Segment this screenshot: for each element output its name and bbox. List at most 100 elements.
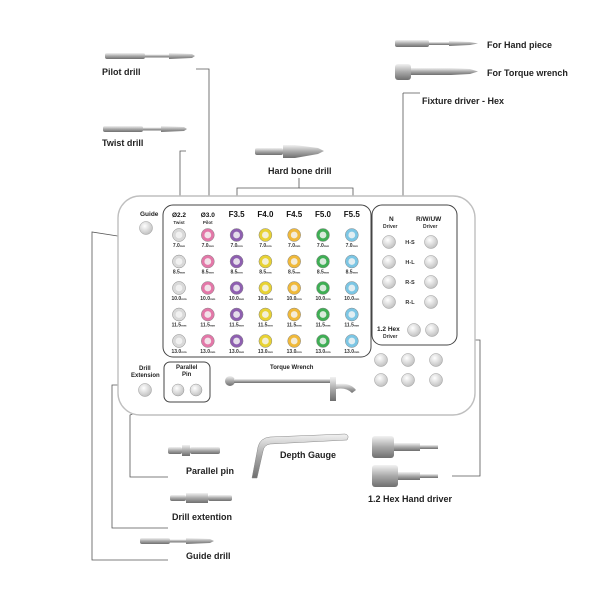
drill-hole-center xyxy=(262,231,269,239)
drill-length-unit: mm xyxy=(354,350,360,354)
drill-hole-center xyxy=(348,284,356,292)
drill-length-unit: mm xyxy=(353,271,359,275)
drill-hole-center xyxy=(262,337,269,345)
label-parallel-pin: Parallel pin xyxy=(186,466,234,476)
drill-length-label: 13.0mm xyxy=(344,349,359,355)
drill-hole-center xyxy=(290,258,298,265)
drill-hole-center xyxy=(319,337,327,345)
spare-hole xyxy=(429,353,443,367)
drill-length-label: 11.5mm xyxy=(172,323,187,329)
drill-hole-center xyxy=(233,284,241,292)
column-title-6: F5.5 xyxy=(344,210,361,219)
spare-holes xyxy=(374,353,443,387)
drill-length-unit: mm xyxy=(210,297,216,301)
label-hand-piece: For Hand piece xyxy=(487,40,552,50)
drill-length-unit: mm xyxy=(324,244,330,248)
drill-length-unit: mm xyxy=(181,324,187,328)
drill-length-unit: mm xyxy=(239,297,245,301)
parallel-pin-image xyxy=(168,445,220,456)
driver-rows: H-SH-LR-SR-L xyxy=(382,235,438,309)
drill-hole-center xyxy=(175,337,183,345)
drill-length-label: 10.0mm xyxy=(171,296,186,302)
rw-driver-hole xyxy=(424,295,438,309)
torque-wrench-image xyxy=(225,376,356,401)
drill-length-label: 10.0mm xyxy=(200,296,215,302)
drill-length-unit: mm xyxy=(295,244,301,248)
spare-hole xyxy=(401,353,415,367)
drill-extension-hole xyxy=(138,383,152,397)
drill-length-unit: mm xyxy=(209,271,215,275)
drill-hole-center xyxy=(262,311,269,318)
hand-piece-driver-image xyxy=(395,40,478,47)
drill-length-unit: mm xyxy=(266,271,272,275)
hex-hand-driver-images xyxy=(372,436,438,487)
drill-length-unit: mm xyxy=(267,324,273,328)
drill-hole-center xyxy=(204,311,212,318)
torque-wrench-driver-image xyxy=(395,64,478,80)
drill-length-label: 11.5mm xyxy=(344,323,359,329)
label-drill-extention: Drill extention xyxy=(172,512,232,522)
tray-label-torque-wrench: Torque Wrench xyxy=(270,365,314,371)
drill-length-unit: mm xyxy=(239,324,245,328)
drill-length-unit: mm xyxy=(210,324,216,328)
drill-hole-center xyxy=(204,231,212,239)
n-driver-hole xyxy=(382,235,396,249)
drill-length-unit: mm xyxy=(266,244,272,248)
drill-length-label: 11.5mm xyxy=(258,323,273,329)
drill-length-unit: mm xyxy=(181,297,187,301)
drill-length-unit: mm xyxy=(296,324,302,328)
rw-driver-hole xyxy=(424,255,438,269)
drill-length-label: 8.5mm xyxy=(288,270,301,276)
drill-hole-center xyxy=(175,258,183,265)
drill-length-unit: mm xyxy=(296,297,302,301)
hex-driver-hole-1 xyxy=(407,323,421,337)
spare-hole xyxy=(374,373,388,387)
driver-n-title: N xyxy=(389,216,394,223)
drill-hole-center xyxy=(348,337,356,345)
column-title-2: F3.5 xyxy=(229,210,246,219)
drill-length-unit: mm xyxy=(268,297,274,301)
drill-length-label: 11.5mm xyxy=(287,323,302,329)
drill-length-unit: mm xyxy=(325,297,331,301)
tray-label-drill-extension-2: Extension xyxy=(131,373,160,379)
drill-length-label: 10.0mm xyxy=(287,296,302,302)
column-title-4: F4.5 xyxy=(286,210,303,219)
drill-length-label: 11.5mm xyxy=(229,323,244,329)
drill-length-label: 13.0mm xyxy=(258,349,273,355)
drill-length-unit: mm xyxy=(209,244,215,248)
drill-hole-center xyxy=(290,337,298,345)
drill-length-label: 7.0mm xyxy=(202,243,215,249)
drill-length-label: 7.0mm xyxy=(230,243,243,249)
column-title-0: Ø2.2 xyxy=(172,212,186,219)
drill-length-unit: mm xyxy=(180,244,186,248)
drill-length-label: 8.5mm xyxy=(230,270,243,276)
drill-hole-center xyxy=(204,337,212,345)
driver-size-label: R-L xyxy=(405,300,415,306)
column-title-3: F4.0 xyxy=(257,210,274,219)
guide-drill-image xyxy=(140,538,214,544)
drill-length-label: 8.5mm xyxy=(317,270,330,276)
drill-length-unit: mm xyxy=(210,350,216,354)
driver-rw-title: R/W/UW xyxy=(416,216,442,223)
drill-length-unit: mm xyxy=(180,271,186,275)
label-depth-gauge: Depth Gauge xyxy=(280,450,336,460)
drill-length-unit: mm xyxy=(296,350,302,354)
label-twist-drill: Twist drill xyxy=(102,138,143,148)
n-driver-hole xyxy=(382,275,396,289)
tray-label-drill-extension-1: Drill xyxy=(139,366,151,372)
drill-hole-center xyxy=(319,311,327,318)
label-fixture-driver: Fixture driver - Hex xyxy=(422,96,504,106)
drill-length-unit: mm xyxy=(237,244,243,248)
drill-hole-center xyxy=(348,258,356,265)
drill-hole-center xyxy=(175,231,183,239)
drill-length-label: 7.0mm xyxy=(288,243,301,249)
spare-hole xyxy=(401,373,415,387)
driver-n-sub: Driver xyxy=(383,224,398,230)
drill-length-unit: mm xyxy=(354,324,360,328)
drill-length-label: 8.5mm xyxy=(173,270,186,276)
drill-length-label: 11.5mm xyxy=(200,323,215,329)
drill-hole-center xyxy=(348,231,356,239)
drill-length-label: 13.0mm xyxy=(200,349,215,355)
depth-gauge-image xyxy=(251,433,349,479)
